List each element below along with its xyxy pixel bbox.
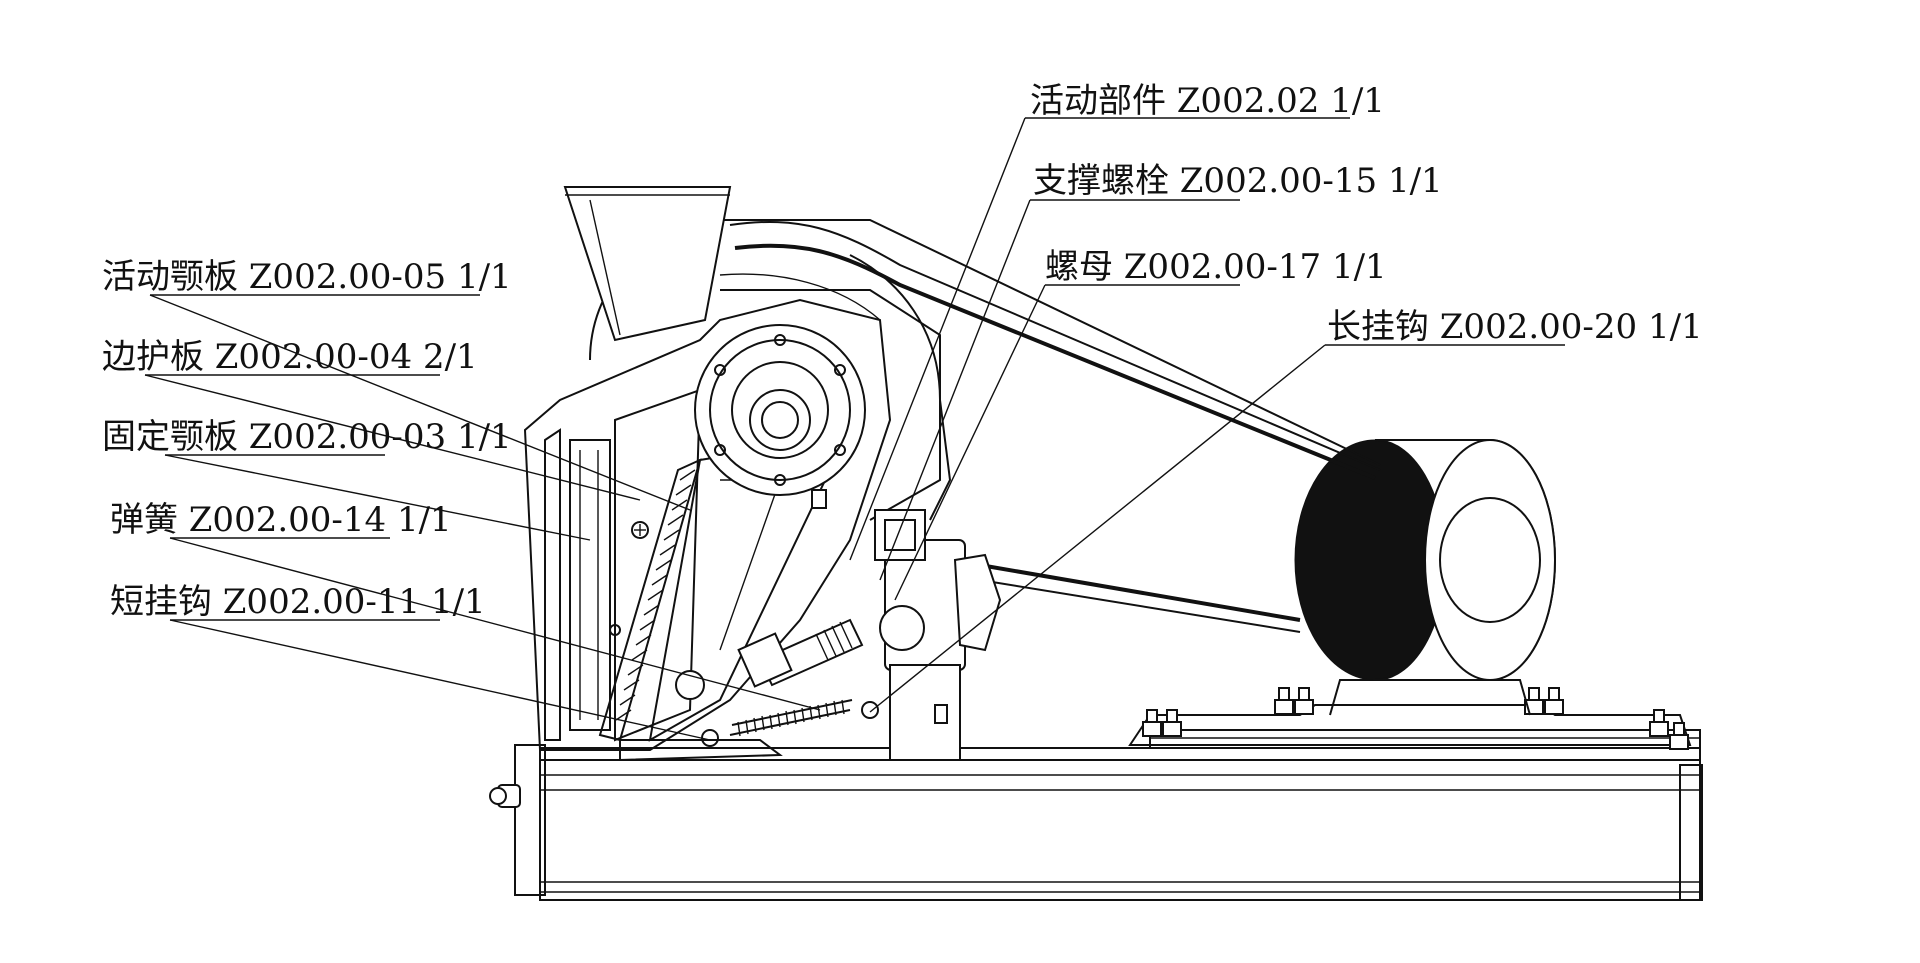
motor-mount-plate <box>1128 687 1692 750</box>
label-short-hook: 短挂钩 Z002.00-11 1/1 <box>110 582 486 622</box>
mount-bolts <box>1142 687 1689 750</box>
label-movable-parts: 活动部件 Z002.02 1/1 <box>1030 81 1385 121</box>
short-hook <box>701 729 719 747</box>
label-long-hook: 长挂钩 Z002.00-20 1/1 <box>1327 307 1703 347</box>
support-bolt-assembly <box>737 509 1002 761</box>
label-fixed-jaw-plate: 固定颚板 Z002.00-03 1/1 <box>102 417 512 457</box>
drive-belt <box>729 220 1381 633</box>
label-support-bolt: 支撑螺栓 Z002.00-15 1/1 <box>1033 161 1443 201</box>
feed-hopper <box>563 186 732 342</box>
motor <box>1294 439 1556 716</box>
long-hook <box>861 701 879 719</box>
label-movable-jaw-plate: 活动颚板 Z002.00-05 1/1 <box>102 257 512 297</box>
leader-lines <box>144 117 1565 741</box>
label-spring: 弹簧 Z002.00-14 1/1 <box>110 500 452 540</box>
eccentric-bearing <box>694 324 866 509</box>
base-frame <box>489 729 1703 901</box>
label-nut: 螺母 Z002.00-17 1/1 <box>1045 247 1387 287</box>
label-side-guard-plate: 边护板 Z002.00-04 2/1 <box>102 337 478 377</box>
